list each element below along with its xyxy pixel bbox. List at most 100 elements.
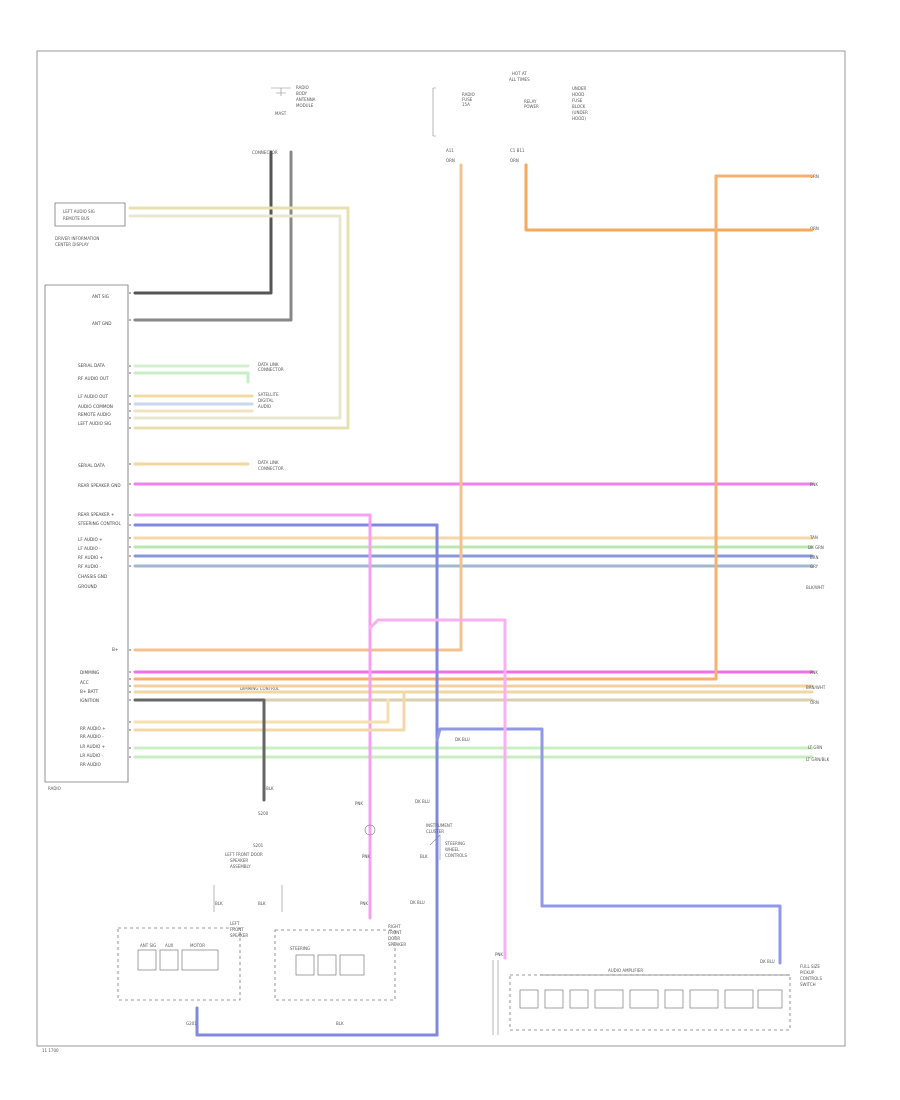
antenna-connector: RADIO BODY ANTENNA MODULE MAST CONNECTOR bbox=[252, 85, 316, 155]
svg-text:RADIO: RADIO bbox=[296, 85, 309, 90]
svg-text:SPEAKER: SPEAKER bbox=[230, 933, 248, 938]
svg-text:ALL TIMES: ALL TIMES bbox=[509, 77, 530, 82]
svg-text:UNDER: UNDER bbox=[572, 86, 587, 91]
svg-text:REAR SPEAKER GND: REAR SPEAKER GND bbox=[78, 483, 121, 488]
svg-text:PICKUP: PICKUP bbox=[800, 970, 815, 975]
svg-text:LR AUDIO -: LR AUDIO - bbox=[80, 753, 104, 758]
svg-text:CHASSIS GND: CHASSIS GND bbox=[78, 574, 107, 579]
svg-text:BLK: BLK bbox=[266, 786, 274, 791]
svg-text:RF AUDIO OUT: RF AUDIO OUT bbox=[78, 376, 109, 381]
svg-text:POWER: POWER bbox=[524, 104, 539, 109]
svg-text:LF AUDIO -: LF AUDIO - bbox=[78, 546, 101, 551]
svg-text:CONNECTOR: CONNECTOR bbox=[258, 466, 284, 471]
svg-text:ORN: ORN bbox=[810, 700, 819, 705]
svg-text:LT GRN: LT GRN bbox=[808, 745, 822, 750]
svg-text:CONNECTOR: CONNECTOR bbox=[258, 367, 284, 372]
antenna-wire-black bbox=[133, 150, 273, 295]
svg-text:CENTER DISPLAY: CENTER DISPLAY bbox=[55, 242, 89, 247]
data-link-connector: LEFT AUDIO SIG REMOTE BUS DRIVER INFORMA… bbox=[54, 202, 126, 247]
svg-text:FUSE: FUSE bbox=[462, 97, 473, 102]
svg-text:PNK: PNK bbox=[810, 670, 818, 675]
svg-text:DK BLU: DK BLU bbox=[455, 737, 470, 742]
svg-text:LF AUDIO OUT: LF AUDIO OUT bbox=[78, 394, 108, 399]
svg-text:LEFT AUDIO SIG: LEFT AUDIO SIG bbox=[78, 421, 111, 426]
svg-text:RADIO: RADIO bbox=[48, 786, 61, 791]
svg-text:BLOCK: BLOCK bbox=[572, 104, 586, 109]
svg-text:LF AUDIO +: LF AUDIO + bbox=[78, 537, 103, 542]
svg-text:RADIO: RADIO bbox=[462, 92, 475, 97]
svg-text:A11: A11 bbox=[446, 148, 454, 153]
svg-text:PNK: PNK bbox=[355, 801, 363, 806]
svg-text:DRIVER INFORMATION: DRIVER INFORMATION bbox=[55, 236, 99, 241]
svg-text:SPEAKER: SPEAKER bbox=[230, 858, 248, 863]
svg-text:GRY: GRY bbox=[810, 564, 819, 569]
orange-return-wire bbox=[133, 174, 814, 681]
svg-text:TAN: TAN bbox=[809, 535, 818, 540]
svg-text:DOOR: DOOR bbox=[388, 936, 400, 941]
data-link-wire-2 bbox=[128, 214, 342, 420]
blue-right-loop-wire bbox=[435, 727, 782, 965]
svg-text:CONTROLS: CONTROLS bbox=[445, 853, 468, 858]
svg-text:DIGITAL: DIGITAL bbox=[258, 398, 274, 403]
svg-text:S201: S201 bbox=[253, 843, 264, 848]
pink-right-wire bbox=[368, 618, 507, 960]
svg-text:ANT SIG: ANT SIG bbox=[92, 294, 109, 299]
svg-text:RR AUDIO: RR AUDIO bbox=[80, 762, 102, 767]
svg-text:ANT GND: ANT GND bbox=[92, 321, 112, 326]
svg-text:LEFT AUDIO SIG: LEFT AUDIO SIG bbox=[63, 209, 95, 214]
svg-text:BRN: BRN bbox=[810, 555, 819, 560]
svg-text:FRONT: FRONT bbox=[230, 927, 244, 932]
svg-text:BLK: BLK bbox=[215, 901, 223, 906]
svg-text:CLUSTER: CLUSTER bbox=[426, 829, 444, 834]
svg-text:CONTROLS: CONTROLS bbox=[800, 976, 823, 981]
svg-text:DK BLU: DK BLU bbox=[410, 900, 425, 905]
svg-text:REMOTE AUDIO: REMOTE AUDIO bbox=[78, 412, 111, 417]
svg-text:DATA LINK: DATA LINK bbox=[258, 460, 279, 465]
svg-text:RF AUDIO -: RF AUDIO - bbox=[78, 564, 102, 569]
svg-text:B+: B+ bbox=[112, 647, 119, 652]
svg-text:BLK: BLK bbox=[420, 854, 428, 859]
svg-text:REAR SPEAKER +: REAR SPEAKER + bbox=[78, 512, 115, 517]
svg-text:LEFT FRONT DOOR: LEFT FRONT DOOR bbox=[225, 852, 263, 857]
svg-text:FULL SIZE: FULL SIZE bbox=[800, 964, 820, 969]
svg-text:DIMMING: DIMMING bbox=[80, 670, 99, 675]
svg-text:STEERING CONTROL: STEERING CONTROL bbox=[78, 521, 121, 526]
svg-text:CONNECTOR: CONNECTOR bbox=[252, 150, 278, 155]
svg-text:B+ BATT: B+ BATT bbox=[80, 689, 99, 694]
svg-text:DIMMING CONTROL: DIMMING CONTROL bbox=[240, 686, 280, 691]
right-door-module: PNK PNK PNK RIGHT FRONT DOOR SPEAKER STE… bbox=[274, 801, 406, 1026]
svg-text:MOTOR: MOTOR bbox=[190, 943, 205, 948]
svg-text:HOOD): HOOD) bbox=[572, 116, 586, 121]
svg-text:FUSE: FUSE bbox=[572, 98, 583, 103]
antenna-wire-gray bbox=[133, 150, 293, 322]
svg-text:ANT SIG: ANT SIG bbox=[140, 943, 156, 948]
rf-audio-wire bbox=[133, 371, 250, 384]
svg-text:SPEAKER: SPEAKER bbox=[388, 942, 406, 947]
svg-text:BODY: BODY bbox=[296, 91, 308, 96]
svg-text:BLK/WHT: BLK/WHT bbox=[806, 585, 825, 590]
svg-text:STEERING: STEERING bbox=[290, 946, 310, 951]
svg-text:ASSEMBLY: ASSEMBLY bbox=[230, 864, 251, 869]
svg-text:ORN: ORN bbox=[446, 158, 455, 163]
svg-text:RIGHT: RIGHT bbox=[388, 924, 401, 929]
ground-wire bbox=[133, 698, 266, 802]
instrument-cluster-connector: DK BLU INSTRUMENT CLUSTER STEERING WHEEL… bbox=[410, 737, 470, 905]
svg-text:SERIAL DATA: SERIAL DATA bbox=[78, 363, 105, 368]
svg-text:PNK: PNK bbox=[360, 901, 368, 906]
diagram-code: 11 1700 bbox=[42, 1048, 59, 1053]
svg-text:SERIAL DATA: SERIAL DATA bbox=[78, 463, 105, 468]
radio-connector-box: RADIO bbox=[44, 284, 129, 791]
svg-text:SATELLITE: SATELLITE bbox=[258, 392, 279, 397]
radio-pin-labels: ANT SIG ANT GND SERIAL DATA RF AUDIO OUT… bbox=[78, 294, 121, 767]
pink-speaker-wire bbox=[133, 513, 372, 920]
tan-wire-drop-1 bbox=[133, 698, 390, 724]
svg-text:SWITCH: SWITCH bbox=[800, 982, 816, 987]
svg-text:ORN: ORN bbox=[810, 174, 819, 179]
svg-text:IGNITION: IGNITION bbox=[80, 698, 99, 703]
svg-text:LEFT: LEFT bbox=[230, 921, 240, 926]
svg-text:AUDIO AMPLIFIER: AUDIO AMPLIFIER bbox=[608, 968, 643, 973]
svg-text:ACC: ACC bbox=[80, 680, 89, 685]
svg-text:RR AUDIO +: RR AUDIO + bbox=[80, 726, 106, 731]
svg-text:MAST: MAST bbox=[275, 111, 287, 116]
